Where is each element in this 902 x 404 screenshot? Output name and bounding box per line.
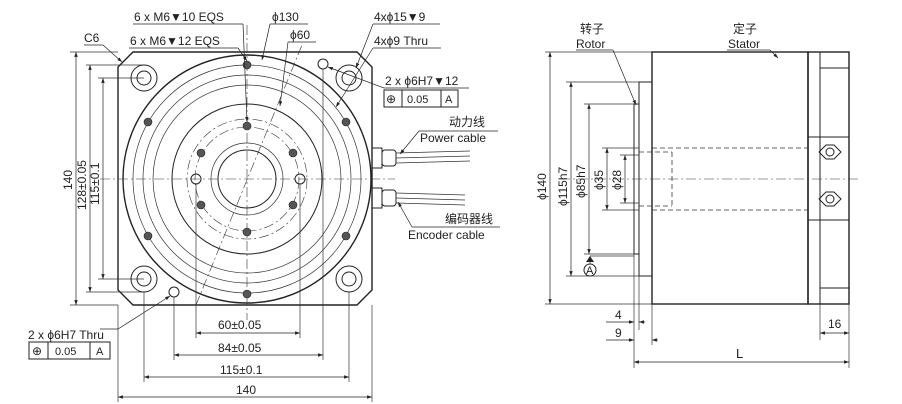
- dim-84: 84±0.05: [218, 341, 262, 355]
- pin-hole-bottom: [168, 286, 180, 298]
- tol-top-symbol: ⊕: [386, 92, 396, 106]
- dim-dia35: ϕ35: [592, 170, 606, 190]
- dim-4: 4: [615, 308, 622, 322]
- power-cable-en: Power cable: [420, 131, 486, 145]
- tol-bottom-datum: A: [96, 346, 104, 358]
- dim-16: 16: [828, 317, 842, 331]
- thru-hole-label: 4xϕ9 Thru: [374, 34, 428, 48]
- cable-glands: [371, 147, 471, 209]
- dim-128-v: 128±0.05: [75, 160, 89, 210]
- stator-label-en: Stator: [728, 37, 760, 51]
- dim-9: 9: [615, 326, 622, 340]
- hex-nut-top: [818, 144, 842, 160]
- dim-60: 60±0.05: [218, 318, 262, 332]
- front-view: 6 x M6▼10 EQS 6 x M6▼12 EQS C6 ϕ130 ϕ60 …: [28, 10, 500, 402]
- hidden-bore: [639, 147, 808, 211]
- datum-a-marker: [583, 255, 634, 277]
- front-horizontal-dims: [117, 69, 373, 402]
- dim-140-h: 140: [236, 383, 256, 397]
- dim-dia28: ϕ28: [610, 170, 624, 190]
- dim-L: L: [736, 346, 743, 361]
- front-vertical-dims: [70, 51, 144, 306]
- counterbore-label: 4xϕ15▼9: [374, 10, 426, 24]
- stator-body: [651, 51, 809, 305]
- chamfer-label: C6: [84, 31, 100, 45]
- dim-140-v: 140: [61, 170, 75, 190]
- dia130-label: ϕ130: [272, 10, 299, 24]
- dim-dia115h7: ϕ115h7: [556, 166, 570, 206]
- side-leaders: [576, 49, 779, 106]
- tolerance-frame-bottom: [28, 341, 111, 360]
- outer-bolt-holes: [143, 60, 351, 299]
- dim-dia85h7: ϕ85h7: [574, 164, 588, 198]
- thread-10-label: 6 x M6▼10 EQS: [134, 10, 224, 24]
- tolerance-frame-top: [383, 89, 459, 108]
- dim-dia140: ϕ140: [535, 173, 549, 200]
- pin-bottom-label: 2 x ϕ6H7 Thru: [28, 328, 104, 342]
- dim-115-v: 115±0.1: [88, 162, 102, 205]
- pin-hole-top: [317, 58, 329, 70]
- front-leaders: [84, 23, 500, 330]
- encoder-cable-cn: 编码器线: [445, 211, 493, 226]
- hex-nut-bottom: [818, 191, 842, 207]
- encoder-cable-en: Encoder cable: [408, 228, 485, 242]
- stator-label-cn: 定子: [733, 21, 757, 36]
- side-vertical-dims: [545, 51, 652, 305]
- tol-top-datum: A: [445, 94, 453, 106]
- power-cable-cn: 动力线: [449, 115, 485, 129]
- rotor-label-cn: 转子: [580, 21, 604, 36]
- side-view: 转子 Rotor 定子 Stator A ϕ140 ϕ115h7 ϕ85h7 ϕ…: [535, 21, 860, 368]
- tol-bottom-symbol: ⊕: [32, 344, 42, 358]
- rear-plate: [807, 51, 850, 305]
- thread-12-label: 6 x M6▼12 EQS: [130, 34, 220, 48]
- tol-top-value: 0.05: [407, 94, 428, 106]
- datum-a-label: A: [586, 265, 594, 277]
- rotor-label-en: Rotor: [576, 37, 605, 51]
- tol-bottom-value: 0.05: [55, 346, 76, 358]
- dim-115-h: 115±0.1: [220, 363, 263, 377]
- pin-top-label: 2 x ϕ6H7▼12: [385, 74, 459, 88]
- dia60-label: ϕ60: [290, 28, 310, 42]
- flange-outline: [117, 51, 373, 306]
- side-horizontal-dims: [606, 254, 850, 368]
